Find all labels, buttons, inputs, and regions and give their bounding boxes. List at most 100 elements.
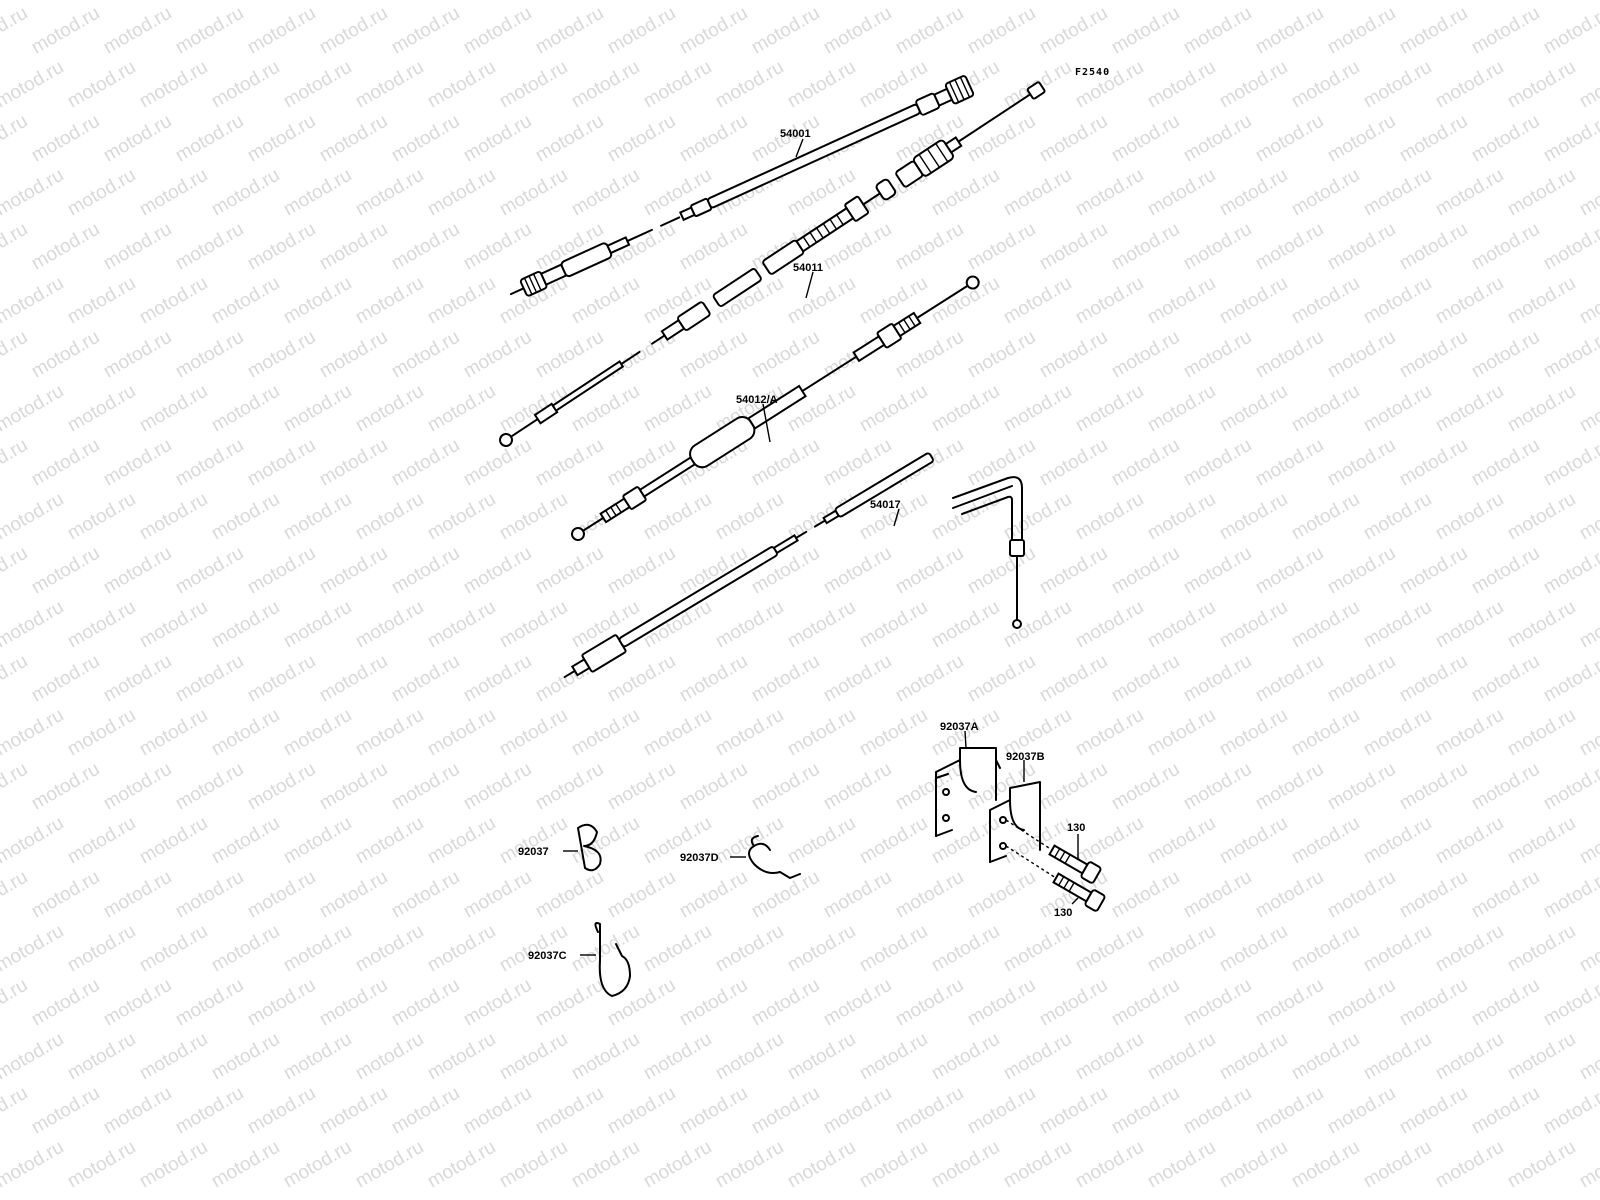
watermark-text: motod.ru <box>532 543 607 599</box>
watermark-text: motod.ru <box>280 381 355 437</box>
watermark-text: motod.ru <box>0 111 31 167</box>
speedometer-cable-54001[interactable]: 54001 <box>506 75 975 304</box>
watermark-text: motod.ru <box>568 1137 643 1193</box>
watermark-text: motod.ru <box>1540 111 1600 167</box>
watermark-text: motod.ru <box>280 489 355 545</box>
choke-cable-54017[interactable]: 54017 <box>559 448 1025 686</box>
watermark-text: motod.ru <box>1468 327 1543 383</box>
watermark-text: motod.ru <box>532 3 607 59</box>
clamp-bracket-92037b[interactable]: 92037B <box>989 751 1045 863</box>
watermark-text: motod.ru <box>1108 1083 1183 1139</box>
watermark-text: motod.ru <box>460 219 535 275</box>
diagram-code: F2540 <box>1075 67 1110 78</box>
watermark-text: motod.ru <box>1288 813 1363 869</box>
watermark-text: motod.ru <box>928 597 1003 653</box>
watermark-text: motod.ru <box>1504 57 1579 113</box>
watermark-text: motod.ru <box>280 921 355 977</box>
watermark-text: motod.ru <box>1324 867 1399 923</box>
watermark-text: motod.ru <box>316 759 391 815</box>
watermark-text: motod.ru <box>1000 597 1075 653</box>
watermark-text: motod.ru <box>532 975 607 1031</box>
throttle-cable-54011[interactable]: 54011 <box>495 77 1048 452</box>
watermark-text: motod.ru <box>1252 759 1327 815</box>
watermark-text: motod.ru <box>100 1083 175 1139</box>
watermark-text: motod.ru <box>280 813 355 869</box>
watermark-text: motod.ru <box>244 975 319 1031</box>
watermark-text: motod.ru <box>1396 219 1471 275</box>
watermark-text: motod.ru <box>1180 1083 1255 1139</box>
watermark-text: motod.ru <box>532 867 607 923</box>
part-label-130-upper: 130 <box>1067 822 1085 834</box>
watermark-text: motod.ru <box>1360 165 1435 221</box>
part-label-92037: 92037 <box>518 846 549 858</box>
watermark-text: motod.ru <box>1432 273 1507 329</box>
watermark-text: motod.ru <box>1108 327 1183 383</box>
watermark-text: motod.ru <box>1576 813 1600 869</box>
watermark-text: motod.ru <box>1072 57 1147 113</box>
bolt-130-lower[interactable]: 130 <box>1005 845 1106 919</box>
part-label-54012a: 54012/A <box>736 394 778 406</box>
clip-92037c[interactable]: 92037C <box>528 922 631 997</box>
watermark-text: motod.ru <box>136 489 211 545</box>
watermark-text: motod.ru <box>1540 867 1600 923</box>
watermark-text: motod.ru <box>28 327 103 383</box>
watermark-text: motod.ru <box>1540 435 1600 491</box>
watermark-text: motod.ru <box>604 867 679 923</box>
watermark-text: motod.ru <box>928 1029 1003 1085</box>
watermark-text: motod.ru <box>1324 111 1399 167</box>
clamp-bracket-92037a[interactable]: 92037A <box>935 721 1001 837</box>
watermark-text: motod.ru <box>136 273 211 329</box>
watermark-text: motod.ru <box>1576 705 1600 761</box>
watermark-text: motod.ru <box>1144 1029 1219 1085</box>
watermark-text: motod.ru <box>856 1137 931 1193</box>
watermark-text: motod.ru <box>1288 1029 1363 1085</box>
watermark-text: motod.ru <box>1396 543 1471 599</box>
clip-92037d[interactable]: 92037D <box>680 835 801 879</box>
watermark-text: motod.ru <box>1540 759 1600 815</box>
watermark-text: motod.ru <box>1576 1137 1600 1193</box>
watermark-text: motod.ru <box>64 381 139 437</box>
watermark-text: motod.ru <box>712 921 787 977</box>
watermark-text: motod.ru <box>280 1137 355 1193</box>
watermark-text: motod.ru <box>1000 273 1075 329</box>
watermark-text: motod.ru <box>676 975 751 1031</box>
bolt-130-upper[interactable]: 130 <box>1005 819 1102 884</box>
watermark-text: motod.ru <box>1576 597 1600 653</box>
clutch-cable-54012A[interactable]: 54012/A <box>566 269 984 547</box>
watermark-text: motod.ru <box>748 327 823 383</box>
watermark-text: motod.ru <box>856 921 931 977</box>
watermark-text: motod.ru <box>604 543 679 599</box>
watermark-text: motod.ru <box>460 543 535 599</box>
watermark-text: motod.ru <box>424 57 499 113</box>
watermark-text: motod.ru <box>28 3 103 59</box>
watermark-text: motod.ru <box>964 111 1039 167</box>
part-label-92037d: 92037D <box>680 852 719 864</box>
watermark-text: motod.ru <box>0 327 31 383</box>
watermark-text: motod.ru <box>1396 111 1471 167</box>
watermark-text: motod.ru <box>640 705 715 761</box>
watermark-text: motod.ru <box>0 1083 31 1139</box>
watermark-text: motod.ru <box>892 651 967 707</box>
watermark-text: motod.ru <box>784 1137 859 1193</box>
watermark-text: motod.ru <box>1144 921 1219 977</box>
watermark-text: motod.ru <box>136 813 211 869</box>
watermark-text: motod.ru <box>1252 219 1327 275</box>
watermark-text: motod.ru <box>856 813 931 869</box>
watermark-text: motod.ru <box>676 759 751 815</box>
watermark-text: motod.ru <box>1216 1029 1291 1085</box>
watermark-text: motod.ru <box>424 381 499 437</box>
watermark-text: motod.ru <box>784 813 859 869</box>
watermark-text: motod.ru <box>1036 111 1111 167</box>
watermark-text: motod.ru <box>136 381 211 437</box>
watermark-text: motod.ru <box>0 1137 67 1193</box>
watermark-text: motod.ru <box>172 543 247 599</box>
watermark-text: motod.ru <box>1432 57 1507 113</box>
watermark-text: motod.ru <box>1252 435 1327 491</box>
watermark-text: motod.ru <box>748 435 823 491</box>
watermark-text: motod.ru <box>820 3 895 59</box>
watermark-text: motod.ru <box>1468 975 1543 1031</box>
watermark-text: motod.ru <box>892 543 967 599</box>
watermark-text: motod.ru <box>532 327 607 383</box>
part-label-92037c: 92037C <box>528 950 567 962</box>
clip-92037[interactable]: 92037 <box>518 823 602 872</box>
